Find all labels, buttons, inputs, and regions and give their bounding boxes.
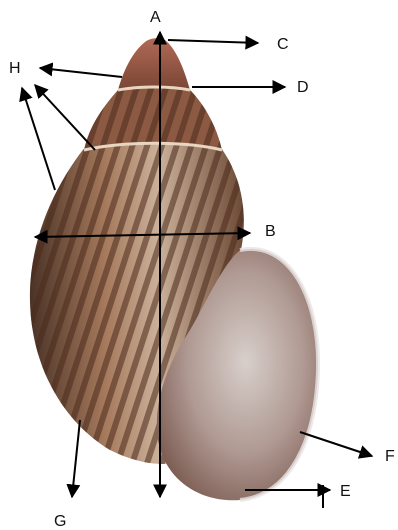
label-g: G [54,514,66,530]
label-f: F [385,449,395,465]
arrow-h-1 [40,68,122,77]
arrow-f [300,432,372,456]
shell [30,38,318,500]
arrow-h-3 [22,88,55,190]
label-e: E [340,484,351,500]
label-b: B [265,224,276,240]
label-c: C [277,37,289,53]
arrow-g [72,420,80,497]
label-a: A [150,10,161,26]
arrow-c [168,40,258,43]
shell-apex [118,38,190,90]
label-h: H [9,61,21,77]
label-d: D [297,80,309,96]
arrow-h-2 [35,85,95,150]
shell-upper-stripes [84,86,222,150]
